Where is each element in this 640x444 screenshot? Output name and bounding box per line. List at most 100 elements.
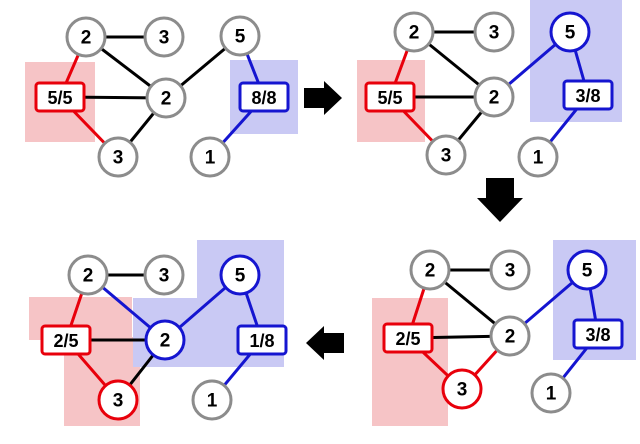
node-label: 1: [205, 148, 216, 169]
node-label: 2: [409, 23, 420, 44]
node-h: 1: [191, 379, 233, 421]
node-f: 5: [219, 15, 261, 57]
panel-top-left: 2 3 5/5 2 3 5 8/8 1: [34, 15, 290, 178]
node-label: 3: [457, 380, 468, 401]
node-label: 3: [159, 266, 170, 287]
node-label: 3: [441, 146, 452, 167]
node-c: 2/5: [40, 324, 92, 356]
node-d: 2: [489, 315, 531, 357]
node-circle: [473, 76, 515, 118]
node-box: [238, 81, 290, 113]
node-h: 1: [189, 136, 231, 178]
node-c: 5/5: [364, 81, 416, 113]
node-label: 2: [161, 89, 172, 110]
node-circle: [97, 136, 139, 178]
node-e: 3: [97, 379, 139, 421]
node-label: 5/5: [377, 88, 402, 108]
node-label: 5/5: [47, 88, 72, 108]
node-label: 3: [113, 148, 124, 169]
node-b: 3: [489, 249, 531, 291]
panel-bottom-left: 2 3 2/5 2 3 5 1/8 1: [40, 254, 288, 421]
node-f: 5: [566, 249, 608, 291]
node-circle: [67, 254, 109, 296]
node-label: 5: [582, 261, 593, 282]
node-h: 1: [530, 372, 572, 414]
node-label: 2: [81, 28, 92, 49]
node-d: 2: [145, 77, 187, 119]
node-box: [382, 322, 434, 354]
node-label: 3: [113, 391, 124, 412]
node-box: [562, 79, 614, 111]
node-f: 5: [219, 254, 261, 296]
node-circle: [441, 368, 483, 410]
node-label: 3/8: [585, 325, 610, 345]
node-a: 2: [67, 254, 109, 296]
node-g: 3/8: [572, 318, 624, 350]
arrow-down: [477, 178, 523, 222]
node-g: 8/8: [238, 81, 290, 113]
node-box: [40, 324, 92, 356]
node-label: 2: [425, 261, 436, 282]
node-circle: [65, 16, 107, 58]
node-a: 2: [393, 11, 435, 53]
node-label: 1: [207, 391, 218, 412]
node-b: 3: [143, 16, 185, 58]
node-e: 3: [441, 368, 483, 410]
node-circle: [549, 11, 591, 53]
node-label: 1/8: [249, 331, 274, 351]
node-label: 1: [546, 384, 557, 405]
node-circle: [425, 134, 467, 176]
node-box: [364, 81, 416, 113]
node-box: [34, 81, 86, 113]
node-circle: [473, 11, 515, 53]
node-c: 2/5: [382, 322, 434, 354]
node-label: 2: [505, 327, 516, 348]
node-circle: [219, 15, 261, 57]
node-circle: [191, 379, 233, 421]
node-d: 2: [473, 76, 515, 118]
node-label: 1: [533, 148, 544, 169]
node-c: 5/5: [34, 81, 86, 113]
node-label: 5: [565, 23, 576, 44]
node-label: 3: [489, 23, 500, 44]
node-label: 2: [83, 266, 94, 287]
panel-top-right: 2 3 5/5 2 3 5 3/8 1: [364, 11, 614, 178]
node-d: 2: [144, 319, 186, 361]
node-circle: [219, 254, 261, 296]
node-label: 2/5: [395, 329, 420, 349]
node-g: 3/8: [562, 79, 614, 111]
node-label: 2: [489, 88, 500, 109]
node-f: 5: [549, 11, 591, 53]
node-e: 3: [97, 136, 139, 178]
node-label: 3/8: [575, 86, 600, 106]
node-circle: [409, 249, 451, 291]
node-label: 8/8: [251, 88, 276, 108]
node-b: 3: [473, 11, 515, 53]
node-label: 5: [235, 27, 246, 48]
node-b: 3: [143, 254, 185, 296]
arrow-right: [304, 81, 342, 115]
node-a: 2: [409, 249, 451, 291]
node-g: 1/8: [236, 324, 288, 356]
node-label: 3: [505, 261, 516, 282]
node-circle: [489, 249, 531, 291]
node-circle: [189, 136, 231, 178]
node-circle: [566, 249, 608, 291]
node-a: 2: [65, 16, 107, 58]
node-label: 3: [159, 28, 170, 49]
node-circle: [143, 254, 185, 296]
node-circle: [144, 319, 186, 361]
panel-bottom-right: 2 3 2/5 2 3 5 3/8 1: [382, 249, 624, 414]
node-circle: [530, 372, 572, 414]
node-circle: [517, 136, 559, 178]
node-box: [236, 324, 288, 356]
node-circle: [143, 16, 185, 58]
node-h: 1: [517, 136, 559, 178]
node-circle: [489, 315, 531, 357]
node-e: 3: [425, 134, 467, 176]
node-circle: [97, 379, 139, 421]
node-label: 2: [160, 331, 171, 352]
node-label: 2/5: [53, 331, 78, 351]
node-label: 5: [235, 266, 246, 287]
